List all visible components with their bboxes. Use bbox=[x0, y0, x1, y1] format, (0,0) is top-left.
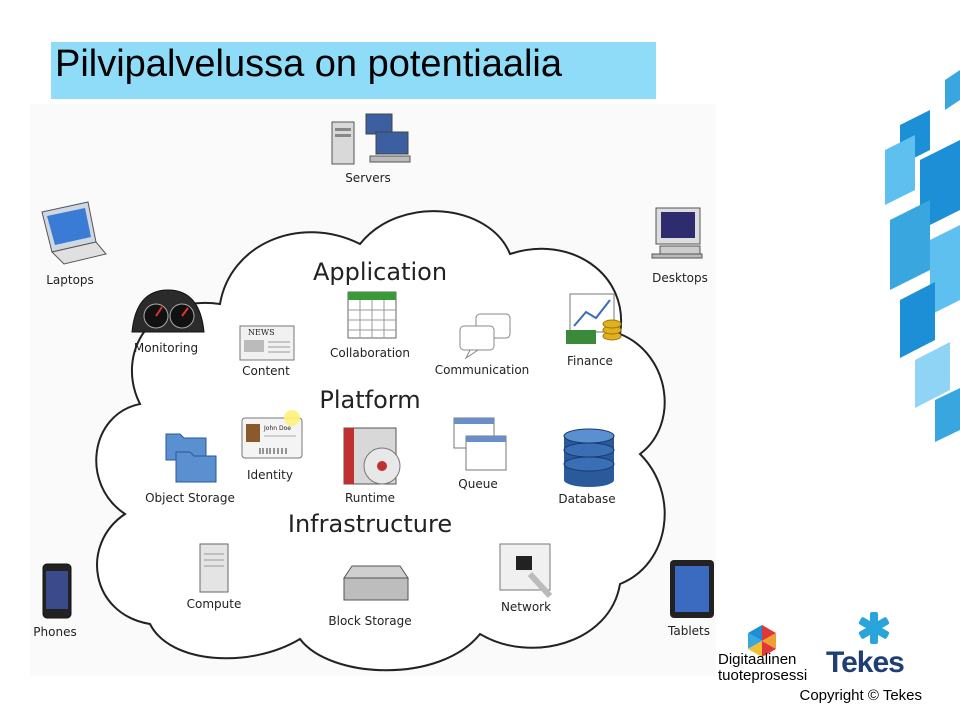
runtime-icon bbox=[343, 427, 401, 485]
content-icon: NEWS bbox=[239, 325, 295, 361]
servers-label: Servers bbox=[345, 171, 391, 185]
compute-icon bbox=[199, 543, 229, 593]
phones-icon bbox=[42, 563, 72, 619]
title-banner: Pilvipalvelussa on potentiaalia bbox=[51, 42, 656, 99]
network-label: Network bbox=[501, 600, 551, 614]
servers-icon bbox=[331, 113, 411, 165]
block-storage-icon bbox=[343, 565, 409, 601]
tablets-icon bbox=[670, 560, 714, 618]
digitaalinen-line1: Digitaalinen bbox=[718, 651, 797, 668]
platform-heading: Platform bbox=[319, 386, 420, 414]
identity-icon: John Doe bbox=[241, 410, 303, 459]
cloud-diagram-svg: Servers Laptops Desktops Phones Tablets bbox=[33, 113, 714, 672]
application-heading: Application bbox=[313, 258, 447, 286]
tekes-logo-text: Tekes bbox=[826, 646, 905, 679]
collaboration-icon bbox=[347, 291, 397, 339]
communication-label: Communication bbox=[435, 363, 530, 377]
finance-label: Finance bbox=[567, 354, 613, 368]
network-icon bbox=[499, 543, 553, 599]
digitaalinen-logo-text: Digitaalinen tuoteprosessi bbox=[718, 652, 807, 684]
queue-label: Queue bbox=[458, 477, 497, 491]
compute-label: Compute bbox=[187, 597, 242, 611]
runtime-label: Runtime bbox=[345, 491, 395, 505]
block-storage-label: Block Storage bbox=[328, 614, 411, 628]
tekes-logo-icon bbox=[858, 612, 890, 644]
cloud-diagram: Servers Laptops Desktops Phones Tablets bbox=[30, 104, 716, 676]
digitaalinen-line2: tuoteprosessi bbox=[718, 667, 808, 684]
content-label: Content bbox=[242, 364, 290, 378]
monitoring-label: Monitoring bbox=[134, 341, 198, 355]
queue-icon bbox=[453, 417, 507, 471]
database-icon bbox=[563, 428, 615, 487]
copyright-notice: Copyright © Tekes bbox=[799, 687, 923, 704]
communication-icon bbox=[459, 313, 511, 360]
object-storage-label: Object Storage bbox=[145, 491, 235, 505]
decorative-shapes bbox=[885, 70, 960, 442]
slide-title: Pilvipalvelussa on potentiaalia bbox=[55, 43, 562, 85]
identity-name: John Doe bbox=[263, 425, 291, 432]
tablets-label: Tablets bbox=[667, 624, 710, 638]
finance-icon bbox=[566, 293, 622, 344]
desktops-icon bbox=[651, 207, 703, 259]
digitaalinen-logo-icon bbox=[748, 625, 776, 657]
laptops-label: Laptops bbox=[46, 273, 94, 287]
news-text: NEWS bbox=[248, 328, 275, 337]
database-label: Database bbox=[558, 492, 615, 506]
object-storage-icon bbox=[165, 433, 217, 483]
identity-label: Identity bbox=[247, 468, 293, 482]
infrastructure-heading: Infrastructure bbox=[288, 510, 452, 538]
phones-label: Phones bbox=[33, 625, 76, 639]
laptops-icon bbox=[41, 201, 107, 265]
collaboration-label: Collaboration bbox=[330, 346, 410, 360]
monitoring-icon bbox=[131, 289, 205, 333]
desktops-label: Desktops bbox=[652, 271, 708, 285]
